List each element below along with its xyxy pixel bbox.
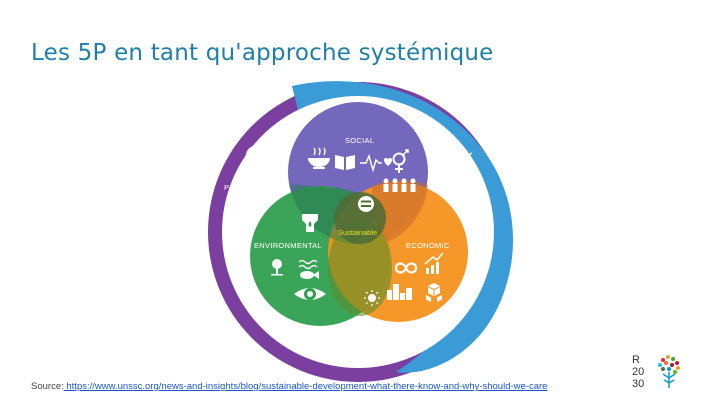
bowl-icon [308, 147, 330, 169]
growth-chart-icon [424, 252, 444, 274]
logo-30: 30 [632, 378, 644, 390]
social-eco-overlap [372, 179, 428, 242]
cubes-icon [426, 283, 442, 302]
water-drop-icon [302, 214, 318, 232]
gender-icon [392, 149, 409, 173]
partnership-label: PARTNERSHIP [224, 183, 280, 192]
env-eco-overlap [328, 220, 392, 316]
social-label: SOCIAL [345, 136, 374, 145]
source-link[interactable]: https://www.unssc.org/news-and-insights/… [63, 381, 548, 392]
page-title: Les 5P en tant qu'approche systémique [31, 40, 494, 66]
logo-r: R [632, 354, 640, 366]
waves-icon [298, 259, 318, 270]
tree-logo-icon [658, 355, 680, 388]
dove-icon [454, 152, 472, 168]
sustainable-label: Sustainable [338, 228, 377, 237]
eye-globe-icon [294, 288, 326, 300]
heartbeat-icon [360, 153, 392, 173]
city-icon [387, 284, 412, 300]
r2030-logo: R 20 30 [632, 354, 680, 390]
environmental-label: ENVIRONMENTAL [254, 241, 322, 250]
tree-icon [271, 259, 283, 276]
infinity-icon [394, 262, 418, 274]
source-prefix: Source: [31, 381, 64, 392]
people-icon [383, 178, 416, 192]
sun-icon [364, 290, 380, 306]
book-icon [335, 155, 355, 170]
economic-label: ECONOMIC [406, 241, 450, 250]
flower-icon [245, 145, 267, 167]
source-citation: Source: https://www.unssc.org/news-and-i… [31, 381, 547, 392]
fish-icon [300, 271, 319, 279]
equal-icon [358, 196, 374, 212]
peace-label: PEACE [456, 183, 483, 192]
logo-20: 20 [632, 366, 644, 378]
